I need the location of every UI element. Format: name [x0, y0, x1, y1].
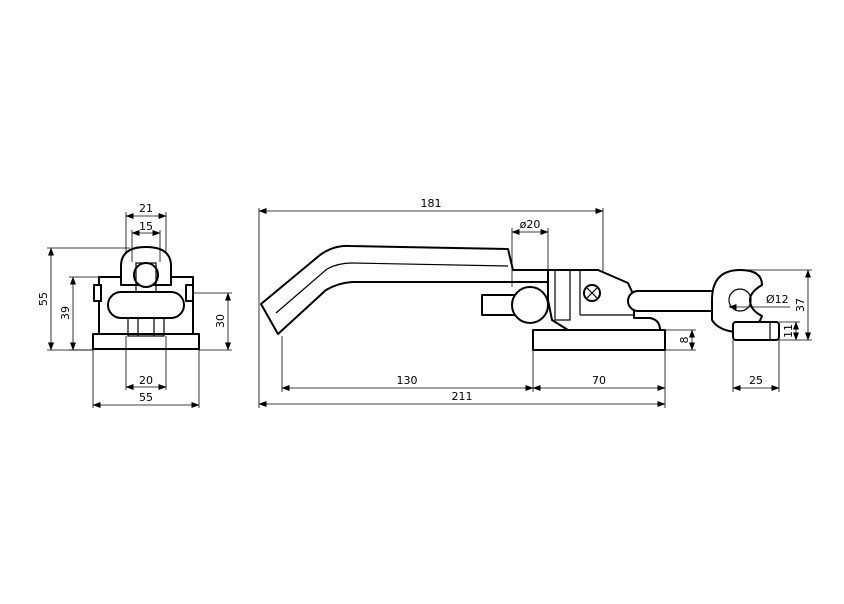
dim-side-pin-diameter: ø20 [520, 218, 541, 231]
dim-side-overall-length: 211 [452, 390, 473, 403]
dim-front-inner-width: 15 [139, 220, 153, 233]
dim-front-base-inner: 20 [139, 374, 153, 387]
side-body-slot [554, 269, 571, 321]
dim-front-height-mid: 39 [59, 306, 72, 320]
dim-hook-plate-height: 11 [782, 324, 795, 338]
dim-hook-diameter: Ø12 [766, 293, 789, 306]
side-base-plate [532, 329, 666, 351]
side-hook-hole [728, 288, 752, 312]
dim-front-base-width: 55 [139, 391, 153, 404]
side-hook-plate [732, 321, 780, 341]
dim-hook-height: 37 [794, 298, 807, 312]
dim-side-total-length: 181 [421, 197, 442, 210]
dim-hook-plate-width: 25 [749, 374, 763, 387]
dim-side-base-length: 70 [592, 374, 606, 387]
front-roller [133, 262, 159, 288]
side-view: 181 ø20 130 70 211 8 Ø12 37 11 [258, 197, 812, 408]
dim-front-top-width: 21 [139, 202, 153, 215]
side-pivot [511, 286, 549, 324]
dim-side-handle-length: 130 [397, 374, 418, 387]
front-stem [127, 317, 165, 337]
front-right-lug [185, 284, 194, 302]
front-view: 21 15 20 55 55 39 30 [37, 202, 232, 408]
front-hook-pill [107, 291, 185, 319]
side-handle-edge [275, 262, 509, 314]
dim-front-height-right: 30 [214, 314, 227, 328]
dim-front-height-total: 55 [37, 292, 50, 306]
front-left-lug [93, 284, 102, 302]
side-handle [260, 244, 549, 335]
dim-side-base-thickness: 8 [678, 337, 691, 344]
